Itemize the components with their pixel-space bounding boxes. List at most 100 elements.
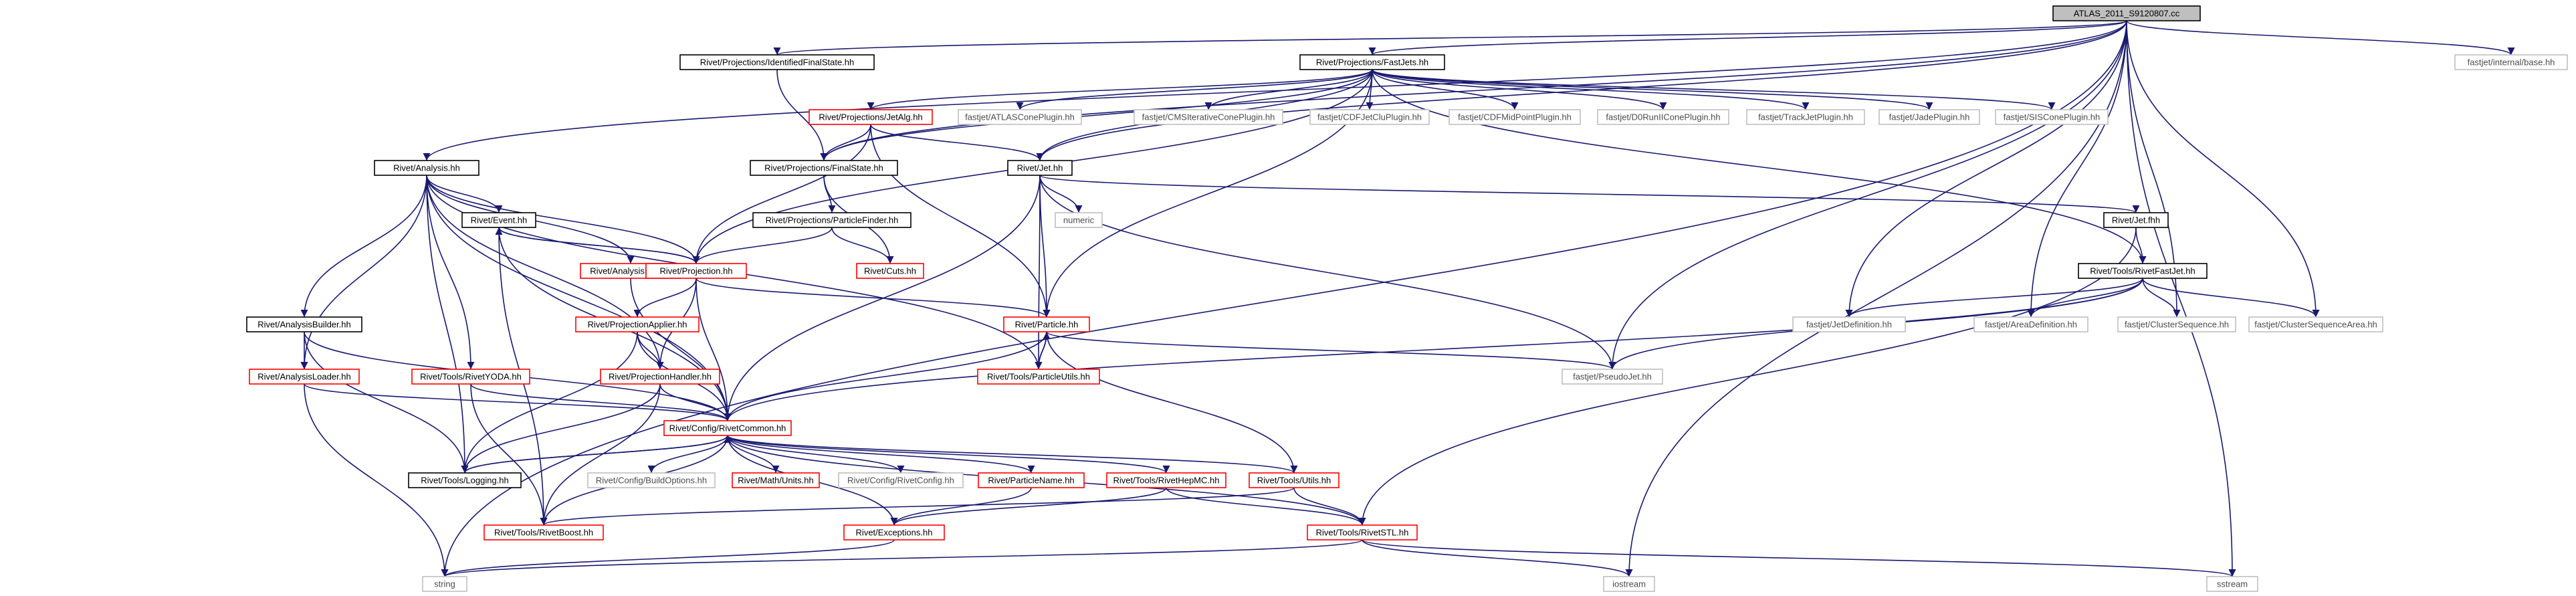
edge-common-to-rconfig	[727, 435, 905, 474]
edge-rfastjet-to-clseqarea	[2142, 278, 2320, 318]
node-jetfhh[interactable]: Rivet/Jet.fhh	[2103, 212, 2169, 228]
node-idfs[interactable]: Rivet/Projections/IdentifiedFinalState.h…	[679, 54, 875, 70]
node-box-particle	[1003, 316, 1090, 332]
node-logging[interactable]: Rivet/Tools/Logging.hh	[408, 472, 522, 488]
node-trackjet[interactable]: fastjet/TrackJetPlugin.hh	[1746, 109, 1865, 125]
node-jetalg[interactable]: Rivet/Projections/JetAlg.hh	[809, 109, 933, 125]
node-layer: ATLAS_2011_S9120807.ccRivet/Projections/…	[246, 5, 2568, 592]
node-box-cmscone	[1134, 109, 1283, 125]
node-rconfig[interactable]: Rivet/Config/RivetConfig.hh	[838, 472, 964, 488]
node-exceptions[interactable]: Rivet/Exceptions.hh	[843, 524, 945, 540]
node-abuilder[interactable]: Rivet/AnalysisBuilder.hh	[246, 316, 362, 332]
node-box-putils	[977, 369, 1100, 385]
node-jet[interactable]: Rivet/Jet.hh	[1007, 160, 1073, 176]
node-projection[interactable]: Rivet/Projection.hh	[645, 263, 747, 279]
node-cuts[interactable]: Rivet/Cuts.hh	[856, 263, 924, 279]
node-tutils[interactable]: Rivet/Tools/Utils.hh	[1249, 472, 1339, 488]
node-sstream[interactable]: sstream	[2206, 576, 2258, 592]
node-box-projection	[645, 263, 747, 279]
node-label-rboost: Rivet/Tools/RivetBoost.hh	[494, 528, 593, 538]
node-rstl[interactable]: Rivet/Tools/RivetSTL.hh	[1307, 524, 1418, 540]
node-pseudojet[interactable]: fastjet/PseudoJet.hh	[1562, 369, 1663, 385]
node-label-hepmc: Rivet/Tools/RivetHepMC.hh	[1113, 476, 1220, 486]
edge-hepmc-to-rstl	[1166, 487, 1366, 526]
edge-projection-to-event	[495, 227, 697, 264]
node-label-trackjet: fastjet/TrackJetPlugin.hh	[1758, 112, 1853, 122]
node-label-string: string	[434, 579, 455, 589]
edge-hepmc-to-exceptions	[890, 487, 1167, 526]
node-areadef[interactable]: fastjet/AreaDefinition.hh	[1973, 316, 2088, 332]
edge-pfinder-to-projection	[692, 227, 833, 264]
node-box-siscone	[1995, 109, 2109, 125]
node-fjbase[interactable]: fastjet/internal/base.hh	[2454, 54, 2568, 70]
node-particle[interactable]: Rivet/Particle.hh	[1003, 316, 1090, 332]
node-finalstate[interactable]: Rivet/Projections/FinalState.hh	[750, 160, 898, 176]
edge-analysis-to-aloader	[300, 175, 427, 370]
node-jetdef[interactable]: fastjet/JetDefinition.hh	[1792, 316, 1906, 332]
node-d0cone[interactable]: fastjet/D0RunIIConePlugin.hh	[1597, 109, 1729, 125]
node-box-sstream	[2206, 576, 2258, 592]
node-box-tutils	[1249, 472, 1339, 488]
node-string[interactable]: string	[422, 576, 467, 592]
node-box-jetdef	[1792, 316, 1906, 332]
node-pfinder[interactable]: Rivet/Projections/ParticleFinder.hh	[752, 212, 911, 228]
node-box-event	[461, 212, 536, 228]
node-jade[interactable]: fastjet/JadePlugin.hh	[1879, 109, 1980, 125]
node-ryoda[interactable]: Rivet/Tools/RivetYODA.hh	[411, 369, 530, 385]
edge-jetalg-to-particle	[870, 124, 1051, 318]
edge-jet-to-numeric	[1039, 175, 1083, 213]
node-box-rboost	[484, 524, 604, 540]
node-box-common	[663, 420, 792, 436]
node-box-atlascone	[958, 109, 1082, 125]
node-box-buildopts	[587, 472, 716, 488]
edge-common-to-pname	[727, 435, 1035, 474]
node-box-rconfig	[838, 472, 964, 488]
node-event[interactable]: Rivet/Event.hh	[461, 212, 536, 228]
node-putils[interactable]: Rivet/Tools/ParticleUtils.hh	[977, 369, 1100, 385]
node-label-cdfclu: fastjet/CDFJetCluPlugin.hh	[1317, 112, 1422, 122]
node-buildopts[interactable]: Rivet/Config/BuildOptions.hh	[587, 472, 716, 488]
node-label-cmscone: fastjet/CMSIterativeConePlugin.hh	[1142, 112, 1275, 122]
node-label-areadef: fastjet/AreaDefinition.hh	[1985, 320, 2077, 330]
node-label-logging: Rivet/Tools/Logging.hh	[421, 476, 509, 486]
node-label-jetalg: Rivet/Projections/JetAlg.hh	[819, 112, 922, 122]
node-rboost[interactable]: Rivet/Tools/RivetBoost.hh	[484, 524, 604, 540]
node-clseq[interactable]: fastjet/ClusterSequence.hh	[2117, 316, 2236, 332]
node-label-jetdef: fastjet/JetDefinition.hh	[1806, 320, 1892, 330]
node-box-clseqarea	[2248, 316, 2383, 332]
edge-atlas-to-finalstate	[820, 20, 2127, 161]
edge-analysis-to-ryoda	[426, 175, 475, 370]
node-hepmc[interactable]: Rivet/Tools/RivetHepMC.hh	[1106, 472, 1226, 488]
node-numeric[interactable]: numeric	[1055, 212, 1103, 228]
node-papplier[interactable]: Rivet/ProjectionApplier.hh	[575, 316, 700, 332]
edge-fastjets-to-siscone	[1372, 69, 2056, 110]
node-cdfclu[interactable]: fastjet/CDFJetCluPlugin.hh	[1309, 109, 1430, 125]
edge-fastjets-to-jade	[1372, 69, 1933, 110]
node-fastjets[interactable]: Rivet/Projections/FastJets.hh	[1299, 54, 1445, 70]
node-box-cuts	[856, 263, 924, 279]
node-phandler[interactable]: Rivet/ProjectionHandler.hh	[600, 369, 720, 385]
node-mathunits[interactable]: Rivet/Math/Units.hh	[732, 472, 820, 488]
node-pname[interactable]: Rivet/ParticleName.hh	[978, 472, 1085, 488]
node-aloader[interactable]: Rivet/AnalysisLoader.hh	[249, 369, 360, 385]
edge-tutils-to-rstl	[1293, 487, 1366, 526]
edge-phandler-to-common	[659, 383, 732, 421]
node-analysis[interactable]: Rivet/Analysis.hh	[374, 160, 479, 176]
node-atlascone[interactable]: fastjet/ATLASConePlugin.hh	[958, 109, 1082, 125]
node-box-numeric	[1055, 212, 1103, 228]
edge-jetfhh-to-rstl	[1358, 227, 2137, 526]
node-cdfmid[interactable]: fastjet/CDFMidPointPlugin.hh	[1448, 109, 1581, 125]
node-box-string	[422, 576, 467, 592]
node-cmscone[interactable]: fastjet/CMSIterativeConePlugin.hh	[1134, 109, 1283, 125]
node-common[interactable]: Rivet/Config/RivetCommon.hh	[663, 420, 792, 436]
node-siscone[interactable]: fastjet/SISConePlugin.hh	[1995, 109, 2109, 125]
edge-atlas-to-fjbase	[2126, 20, 2515, 56]
node-iostream[interactable]: iostream	[1603, 576, 1655, 592]
node-label-particle: Rivet/Particle.hh	[1015, 320, 1079, 330]
node-rfastjet[interactable]: Rivet/Tools/RivetFastJet.hh	[2078, 263, 2208, 279]
node-clseqarea[interactable]: fastjet/ClusterSequenceArea.hh	[2248, 316, 2383, 332]
edge-aloader-to-common	[304, 383, 732, 421]
node-label-exceptions: Rivet/Exceptions.hh	[856, 528, 933, 538]
node-label-ryoda: Rivet/Tools/RivetYODA.hh	[420, 372, 522, 382]
edge-projection-to-particle	[695, 278, 1051, 318]
